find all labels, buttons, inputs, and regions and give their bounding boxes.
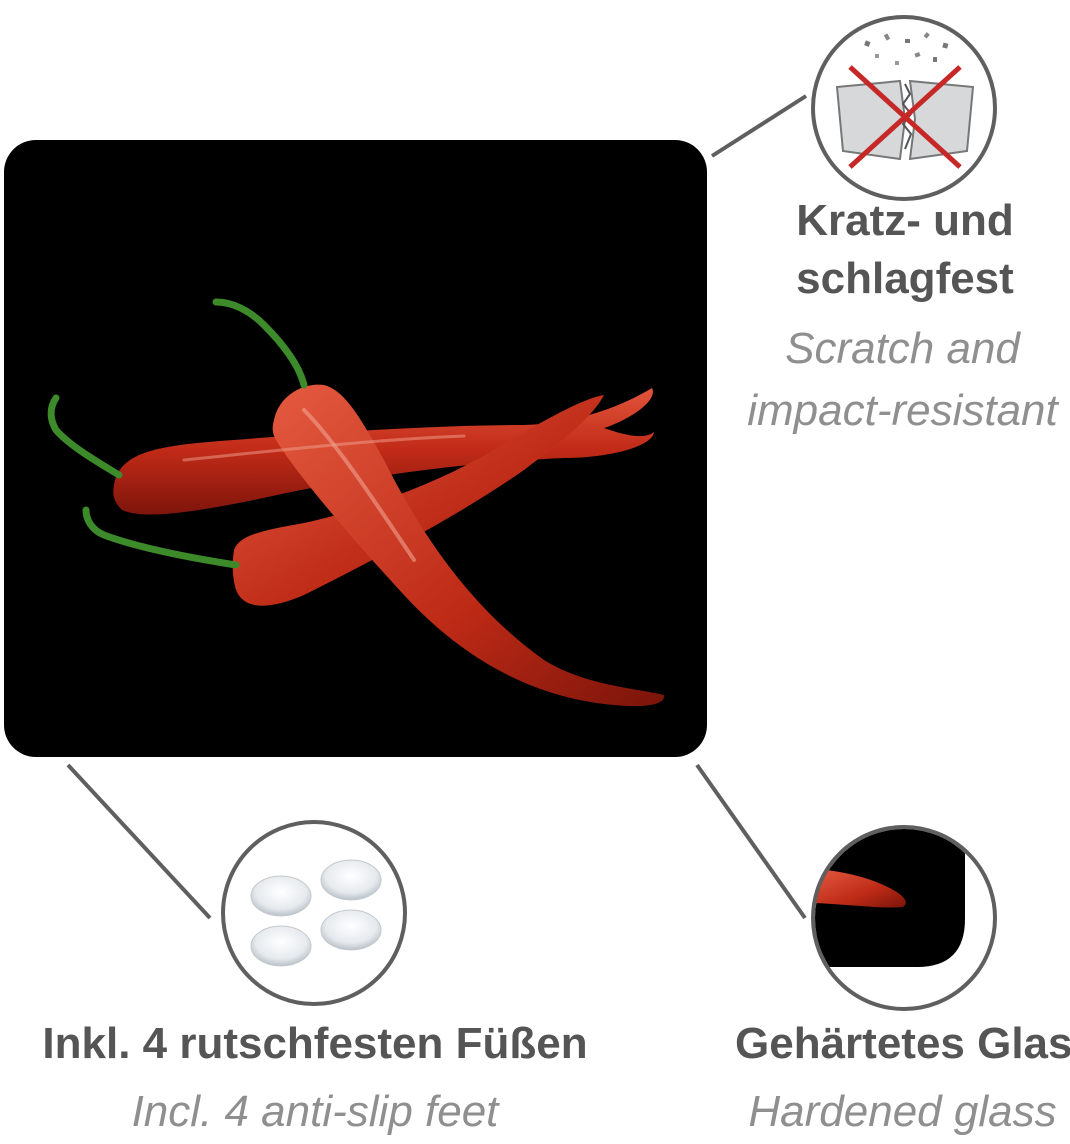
cross-line-2 [848, 65, 962, 169]
scratch-title-de: Kratz- und schlagfest [796, 196, 1014, 303]
hardened-glass-corner-icon [811, 825, 997, 1011]
connector-scratch [710, 94, 808, 158]
foot-2 [320, 859, 382, 901]
pepper-front [272, 384, 665, 707]
connector-glass [695, 763, 807, 920]
foot-3 [250, 925, 312, 967]
foot-1 [250, 875, 312, 917]
chili-peppers-image [47, 298, 665, 707]
scratch-title-en: Scratch and impact-resistant [747, 324, 1058, 435]
pepper-lower [232, 395, 605, 606]
pepper-lower-stem [82, 506, 240, 569]
scratch-impact-icon [811, 15, 997, 201]
foot-4 [320, 909, 382, 951]
glass-title-de: Gehärtetes Glas [735, 1019, 1070, 1068]
feet-title-en: Incl. 4 anti-slip feet [131, 1087, 499, 1136]
pepper-back-stem [47, 394, 123, 479]
pepper-highlight-2 [182, 434, 466, 462]
pepper-tip [815, 869, 906, 908]
pepper-highlight [302, 408, 416, 562]
anti-slip-feet-icon [221, 820, 407, 1006]
connector-feet [66, 763, 212, 920]
debris-particles [864, 32, 949, 65]
glass-title-en: Hardened glass [748, 1087, 1057, 1136]
product-glass-board [4, 140, 707, 757]
pepper-front-stem [212, 298, 308, 389]
pepper-back [113, 388, 655, 515]
feet-title-de: Inkl. 4 rutschfesten Füßen [42, 1019, 588, 1068]
